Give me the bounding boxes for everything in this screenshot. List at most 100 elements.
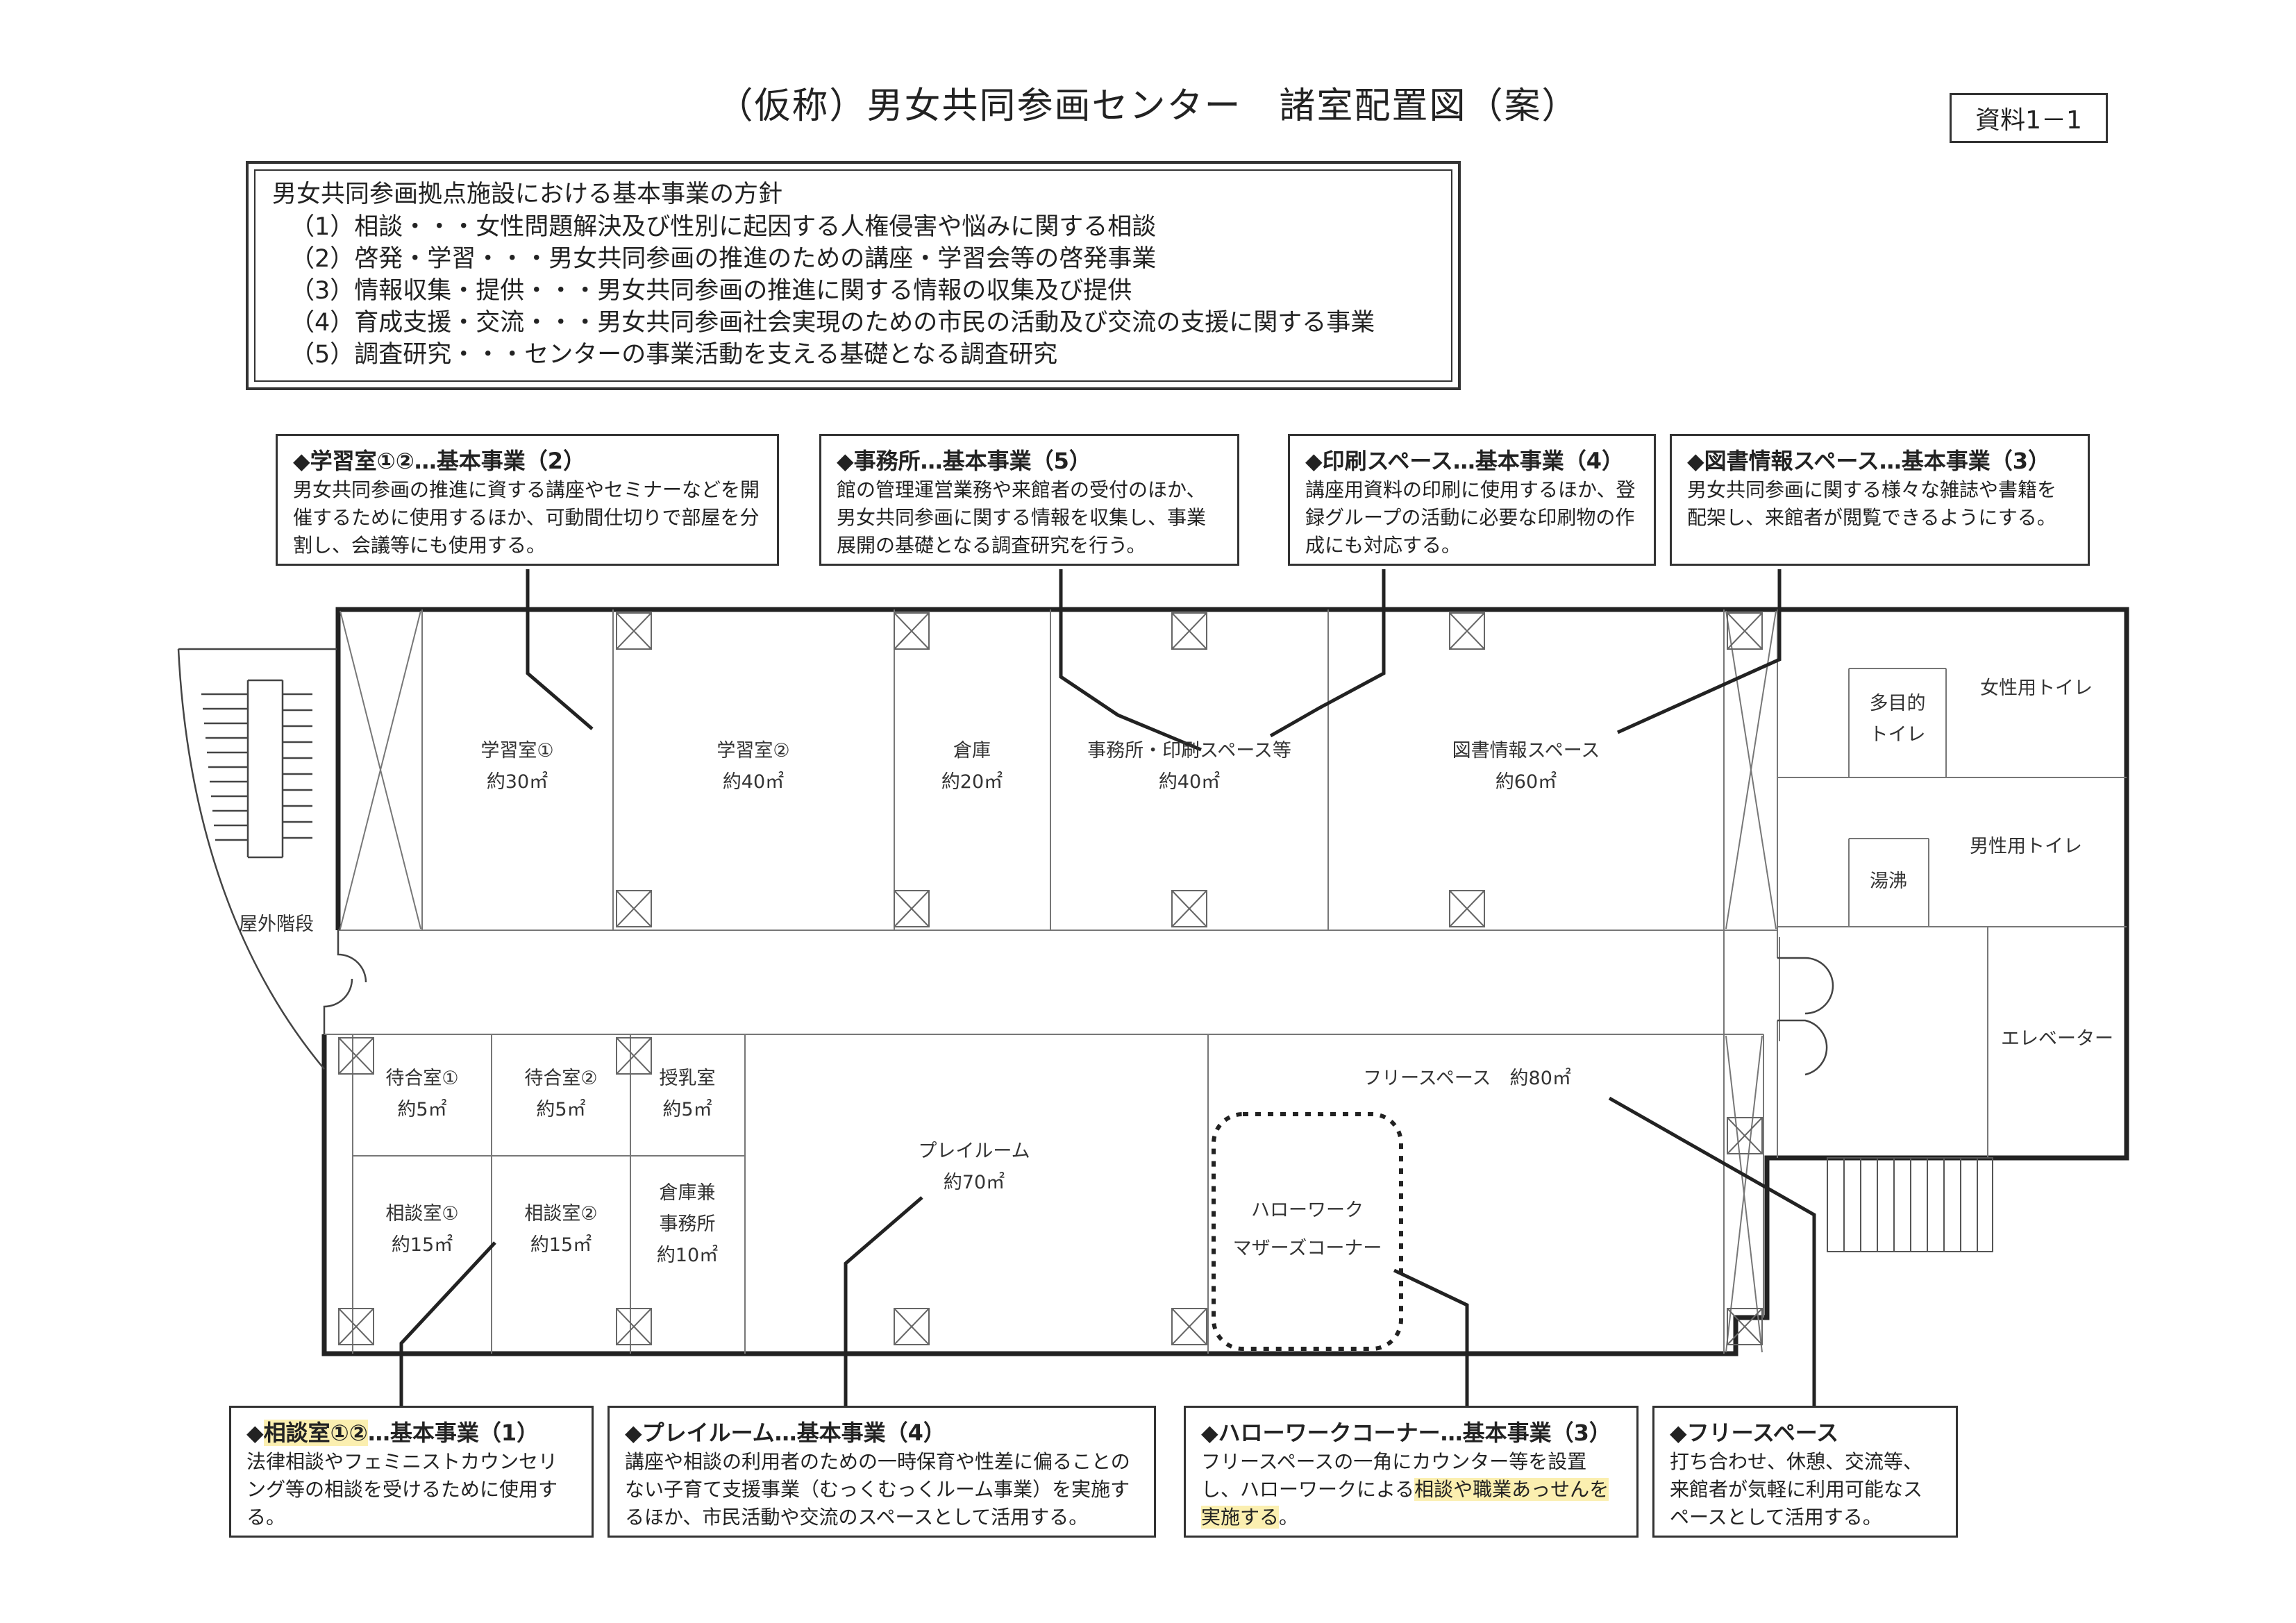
policy-inner-frame: 男女共同参画拠点施設における基本事業の方針 （1）相談・・・女性問題解決及び性別… (254, 169, 1452, 382)
callout-playroom: ◆プレイルーム…基本事業（4） 講座や相談の利用者のための一時保育や性差に偏るこ… (607, 1406, 1156, 1538)
column-box (1171, 1308, 1207, 1345)
column-box (1449, 612, 1485, 650)
callout-consult-body: 法律相談やフェミニストカウンセリング等の相談を受けるために使用する。 (246, 1450, 558, 1529)
column-box (894, 890, 930, 927)
callout-hellowork-corner: ◆ハローワークコーナー…基本事業（3） フリースペースの一角にカウンター等を設置… (1184, 1406, 1639, 1538)
column-box (894, 1308, 930, 1345)
room-men-toilet: 男性用トイレ (1970, 836, 2082, 857)
callout-consult-heading: ◆相談室①②…基本事業（1） (246, 1418, 576, 1448)
room-nursing-name: 授乳室 (660, 1068, 716, 1089)
callout-study-rooms: ◆学習室①②…基本事業（2） 男女共同参画の推進に資する講座やセミナーなどを開催… (276, 434, 779, 566)
room-free-space: フリースペース 約80㎡ (1363, 1068, 1571, 1089)
room-kettle: 湯沸 (1870, 871, 1907, 892)
room-wait1-name: 待合室① (385, 1068, 458, 1089)
callout-consult-heading-post: …基本事業（1） (367, 1420, 539, 1446)
column-box (616, 890, 652, 927)
callout-library-body: 男女共同参画に関する様々な雑誌や書籍を配架し、来館者が閲覧できるようにする。 (1687, 478, 2057, 529)
callout-play-body: 講座や相談の利用者のための一時保育や性差に偏ることのない子育て支援事業（むっくむ… (625, 1450, 1130, 1529)
room-study1-name: 学習室① (480, 740, 553, 762)
structural-columns (338, 612, 1763, 1345)
callout-study-body: 男女共同参画の推進に資する講座やセミナーなどを開催するために使用するほか、可動間… (293, 478, 760, 557)
column-box (338, 1037, 374, 1075)
policy-item-5: （5）調査研究・・・センターの事業活動を支える基礎となる調査研究 (290, 341, 1058, 369)
room-storage-name: 倉庫 (953, 740, 991, 762)
callout-consult-heading-pre: ◆ (246, 1420, 264, 1446)
column-box (1171, 890, 1207, 927)
callout-office-body: 館の管理運営業務や来館者の受付のほか、男女共同参画に関する情報を収集し、事業展開… (837, 478, 1207, 557)
policy-box: 男女共同参画拠点施設における基本事業の方針 （1）相談・・・女性問題解決及び性別… (246, 161, 1461, 390)
column-box (1449, 890, 1485, 927)
policy-item-3: （3）情報収集・提供・・・男女共同参画の推進に関する情報の収集及び提供 (290, 277, 1132, 305)
callout-hello-body-mark1: 相談や職業あっせん (1414, 1478, 1590, 1501)
policy-item-1: （1）相談・・・女性問題解決及び性別に起因する人権侵害や悩みに関する相談 (290, 213, 1157, 241)
room-office-name: 事務所・印刷スペース等 (1087, 740, 1291, 762)
room-multi-toilet-name2: トイレ (1870, 724, 1926, 746)
room-office-area: 約40㎡ (1159, 771, 1220, 793)
room-multi-toilet-name1: 多目的 (1870, 693, 1926, 714)
callout-library-space: ◆図書情報スペース…基本事業（3） 男女共同参画に関する様々な雑誌や書籍を配架し… (1670, 434, 2090, 566)
column-box (338, 1308, 374, 1345)
room-library-area: 約60㎡ (1495, 771, 1557, 793)
column-box (1727, 1308, 1763, 1345)
room-hellowork-name2: マザーズコーナー (1233, 1238, 1382, 1259)
callout-free-space: ◆フリースペース 打ち合わせ、休憩、交流等、来館者が気軽に利用可能なスペースとし… (1652, 1406, 1958, 1538)
room-wait2-area: 約5㎡ (536, 1099, 585, 1120)
room-study1-area: 約30㎡ (487, 771, 548, 793)
external-stairs (177, 648, 367, 1070)
callout-free-body: 打ち合わせ、休憩、交流等、来館者が気軽に利用可能なスペースとして活用する。 (1670, 1450, 1923, 1529)
column-box (894, 612, 930, 650)
room-nursing-area: 約5㎡ (662, 1099, 712, 1120)
room-labels: 学習室① 約30㎡ 学習室② 約40㎡ 倉庫 約20㎡ 事務所・印刷スペース等 … (239, 678, 2113, 1266)
room-storage-area: 約20㎡ (941, 771, 1003, 793)
room-study2-name: 学習室② (717, 740, 789, 762)
room-elevator: エレベーター (2001, 1028, 2113, 1050)
hellowork-corner (1212, 1112, 1403, 1351)
callout-hello-body: フリースペースの一角にカウンター等を設置し、ハローワークによる相談や職業あっせん… (1201, 1448, 1621, 1531)
callout-free-heading: ◆フリースペース (1670, 1420, 1839, 1446)
callout-print-body: 講座用資料の印刷に使用するほか、登録グループの活動に必要な印刷物の作成にも対応す… (1305, 478, 1636, 557)
page-title: （仮称）男女共同参画センター 諸室配置図（案） (717, 85, 1579, 127)
room-study2-area: 約40㎡ (723, 771, 784, 793)
room-storage-office-name2: 事務所 (660, 1213, 716, 1235)
policy-heading: 男女共同参画拠点施設における基本事業の方針 (272, 180, 783, 208)
room-women-toilet: 女性用トイレ (1980, 678, 2093, 699)
callout-hello-heading: ◆ハローワークコーナー…基本事業（3） (1201, 1420, 1611, 1446)
callout-consult-rooms: ◆相談室①②…基本事業（1） 法律相談やフェミニストカウンセリング等の相談を受け… (229, 1406, 594, 1538)
callout-hello-body-post: 。 (1279, 1506, 1299, 1529)
room-wait1-area: 約5㎡ (397, 1099, 446, 1120)
room-stairs: 屋外階段 (239, 914, 314, 935)
document-id-box: 資料1－1 (1950, 93, 2108, 143)
callout-office-heading: ◆事務所…基本事業（5） (837, 448, 1091, 474)
indoor-stairs (1827, 1157, 1993, 1252)
room-storage-office-area: 約10㎡ (657, 1245, 718, 1266)
column-box (616, 1037, 652, 1075)
column-box (1727, 612, 1763, 650)
room-consult2-name: 相談室② (524, 1203, 597, 1225)
callout-library-heading: ◆図書情報スペース…基本事業（3） (1687, 448, 2051, 474)
room-playroom-name: プレイルーム (918, 1141, 1030, 1162)
callout-study-heading: ◆学習室①②…基本事業（2） (293, 448, 586, 474)
room-storage-office-name1: 倉庫兼 (660, 1182, 716, 1204)
column-box (1171, 612, 1207, 650)
room-wait2-name: 待合室② (524, 1068, 597, 1089)
room-library-name: 図書情報スペース (1452, 740, 1600, 762)
room-consult1-area: 約15㎡ (392, 1234, 453, 1256)
leader-lines (399, 569, 1816, 1406)
policy-item-2: （2）啓発・学習・・・男女共同参画の推進のための講座・学習会等の啓発事業 (290, 245, 1157, 273)
room-consult1-name: 相談室① (385, 1203, 458, 1225)
callout-play-heading: ◆プレイルーム…基本事業（4） (625, 1420, 946, 1446)
column-box (616, 1308, 652, 1345)
callout-hello-body-pre: フリースペースの一角にカウンター等を設置し、ハローワークによる (1201, 1450, 1587, 1501)
callout-print-space: ◆印刷スペース…基本事業（4） 講座用資料の印刷に使用するほか、登録グループの活… (1288, 434, 1656, 566)
callout-consult-heading-mark: 相談室①② (263, 1420, 368, 1446)
callout-office: ◆事務所…基本事業（5） 館の管理運営業務や来館者の受付のほか、男女共同参画に関… (819, 434, 1239, 566)
room-hellowork-name1: ハローワーク (1251, 1200, 1364, 1221)
column-box (1727, 1117, 1763, 1154)
room-consult2-area: 約15㎡ (530, 1234, 592, 1256)
interior-walls (324, 609, 2127, 1354)
callout-print-heading: ◆印刷スペース…基本事業（4） (1305, 448, 1625, 474)
outer-walls (321, 607, 2129, 1356)
east-door (1777, 957, 1834, 1076)
room-playroom-area: 約70㎡ (944, 1172, 1005, 1193)
